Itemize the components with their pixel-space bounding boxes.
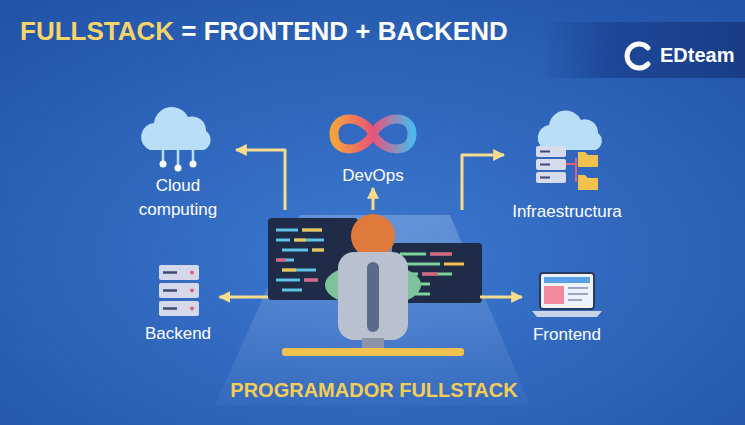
programmer-node: PROGRAMADOR FULLSTACK (268, 210, 480, 352)
icon-node: DevOps (323, 108, 423, 188)
laptop-icon (532, 273, 602, 317)
laptop-icon-part (532, 311, 602, 317)
devops-infinity-icon-part (334, 119, 412, 149)
server-icon-part (163, 273, 177, 309)
programmer-illustration-part (338, 252, 408, 340)
arrow-connector (480, 296, 522, 299)
infrastructure-icon-part (578, 175, 598, 190)
cloud-network-icon (141, 107, 210, 171)
server-icon (159, 265, 199, 316)
programmer-illustration-part (367, 262, 379, 332)
icon-node: Infraestructura (504, 120, 630, 224)
programmer-illustration (268, 214, 482, 356)
devops-infinity-icon (334, 119, 412, 149)
infrastructure-icon-part (540, 152, 550, 178)
light-cone-part (215, 215, 530, 405)
light-cone (215, 215, 530, 405)
infrastructure-icon-part (578, 152, 598, 167)
programmer-illustration-part (351, 214, 395, 258)
laptop-icon-part (544, 286, 564, 304)
cloud-network-icon-part (175, 165, 182, 172)
programmer-illustration-part (276, 260, 318, 280)
logo-band-part (627, 44, 648, 68)
arrow-connector (220, 296, 269, 299)
icon-node: Cloud computing (120, 112, 236, 222)
laptop-icon-part (544, 277, 590, 283)
laptop-icon-part (540, 273, 594, 309)
cloud-network-icon-part (163, 150, 193, 166)
arrow-connector (372, 188, 375, 210)
server-icon-part (190, 307, 194, 311)
node-label: Infraestructura (512, 200, 622, 224)
node-caption: PROGRAMADOR FULLSTACK (230, 378, 517, 402)
cloud-network-icon-part (190, 161, 197, 168)
programmer-illustration-part (282, 348, 464, 356)
cloud-network-icon-part (160, 161, 167, 168)
logo-band-part (540, 22, 745, 78)
node-label: Frontend (533, 323, 601, 347)
laptop-icon-part (568, 288, 588, 300)
cloud-network-icon-part (141, 107, 210, 150)
arrow-connector (462, 155, 504, 210)
infrastructure-icon-part (538, 111, 602, 150)
title: FULLSTACK = FRONTEND + BACKEND (20, 16, 508, 47)
infrastructure-icon (536, 111, 602, 190)
icon-node: Backend (137, 262, 220, 346)
arrow-connector (236, 150, 285, 210)
logo-band (540, 22, 745, 78)
server-icon-part (190, 289, 194, 293)
server-icon-part (190, 271, 194, 275)
programmer-illustration-part (276, 230, 324, 290)
logo-text: EDteam (660, 44, 734, 67)
node-label: Backend (145, 322, 211, 346)
programmer-illustration-part (362, 338, 384, 348)
node-label: Cloud computing (128, 174, 228, 222)
programmer-illustration-part (282, 230, 324, 270)
icon-node: Frontend (522, 268, 612, 347)
node-label: DevOps (342, 164, 403, 188)
infrastructure-icon-part (566, 158, 576, 182)
